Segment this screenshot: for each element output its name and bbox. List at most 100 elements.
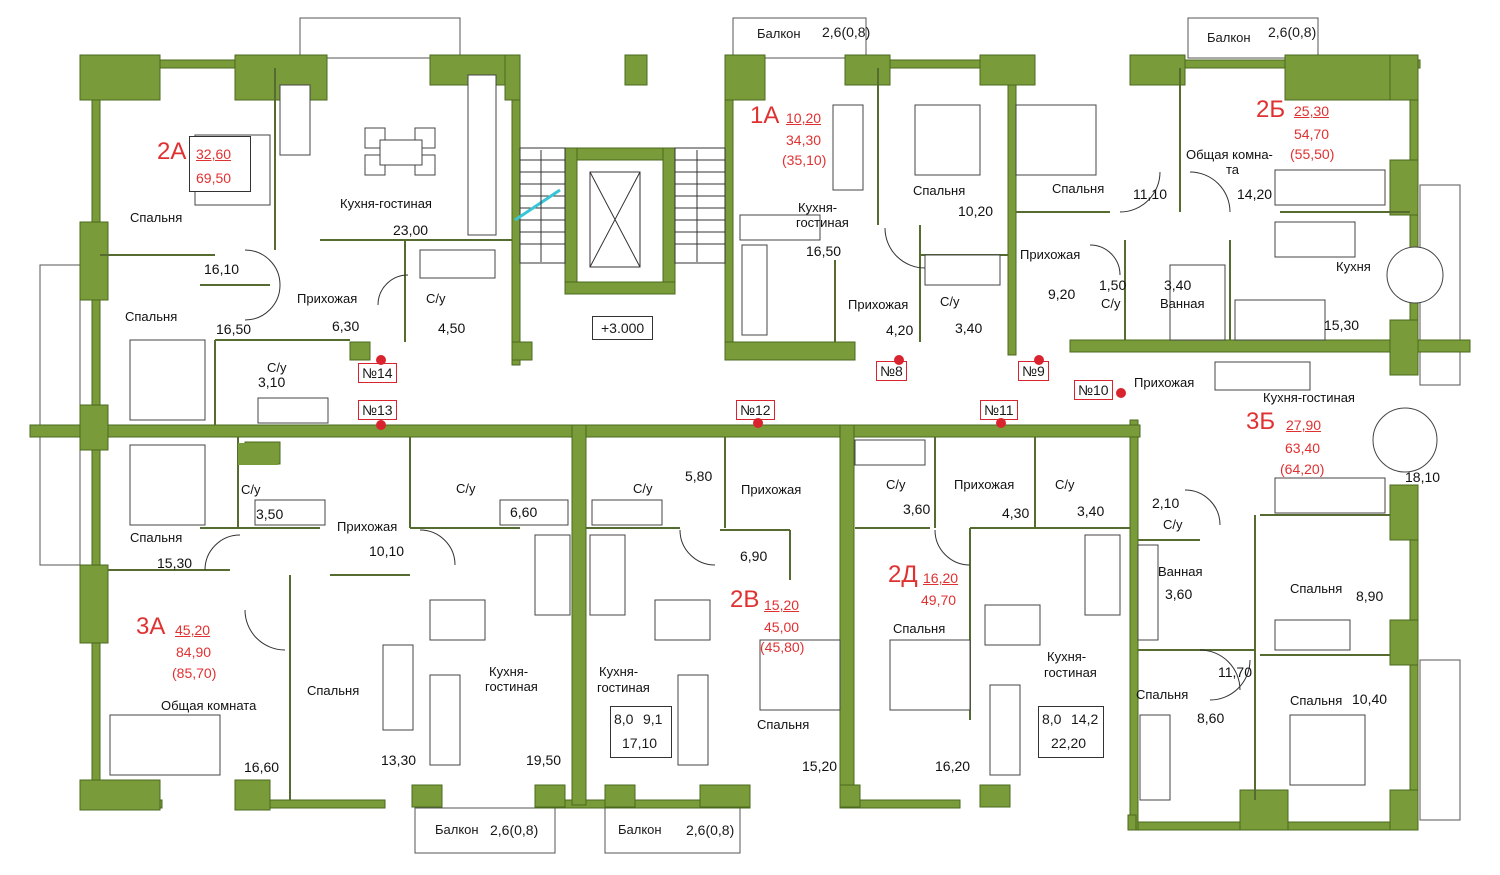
room-area: 3,40 [1164,277,1192,293]
room-area: 10,10 [369,543,405,559]
furniture [109,74,1444,801]
level-mark: +3.000 [592,316,654,340]
balcony-size: 2,6(0,8) [1268,24,1317,40]
room-name: гостиная [796,215,849,230]
room-area: 1,50 [1099,277,1127,293]
total-area: 49,70 [921,592,957,608]
total-area-alt: (55,50) [1290,146,1335,162]
room-name: Кухня- [489,664,529,679]
entrance-dot [1116,388,1126,398]
apartment-code: 2Д [888,561,918,588]
room-area: 15,30 [1324,317,1360,333]
apartment-code: 3Б [1246,408,1276,435]
room-area: 15,30 [157,555,193,571]
room-name: С/у [1163,517,1183,532]
room-name: Спальня [130,210,183,225]
balcony-label: Балкон [435,822,479,837]
entrance-dot [996,418,1006,428]
room-area: 6,90 [740,548,768,564]
room-area: 10,20 [958,203,994,219]
balcony-label: Балкон [618,822,662,837]
room-name: С/у [1055,477,1075,492]
room-name: Спальня [913,183,966,198]
room-area: 3,40 [1077,503,1105,519]
room-name: Прихожая [954,477,1015,492]
door-number: №10 [1074,380,1113,400]
room-name: гостиная [1044,665,1097,680]
room-name: Спальня [1136,687,1189,702]
total-area: 63,40 [1285,440,1321,456]
room-name: Прихожая [1020,247,1081,262]
room-name: та [1226,162,1240,177]
room-area: 6,60 [510,504,538,520]
room-area: 16,60 [244,759,280,775]
apartment-code: 2А [157,138,187,165]
balcony-size: 2,6(0,8) [686,822,735,838]
balcony-label: Балкон [757,26,801,41]
living-area: 16,20 [923,570,959,586]
living-area: 10,20 [786,110,822,126]
total-area-alt: (64,20) [1280,461,1325,477]
room-area: 18,10 [1405,469,1441,485]
total-area-alt: (85,70) [172,665,217,681]
entrance-dot [753,418,763,428]
room-name: гостиная [597,680,650,695]
room-name: С/у [633,481,653,496]
total-area: 54,70 [1294,126,1330,142]
apartment-code: 3А [136,613,166,640]
living-area: 25,30 [1294,103,1330,119]
total-area: 45,00 [764,619,800,635]
room-area: 4,50 [438,320,466,336]
room-area: 3,60 [1165,586,1193,602]
total-area-alt: (45,80) [760,639,805,655]
room-area: 8,60 [1197,710,1225,726]
room-area: 5,80 [685,468,713,484]
door-swings [204,171,1251,701]
room-name: Спальня [1290,581,1343,596]
room-name: Кухня-гостиная [1263,390,1355,405]
room-area: 11,70 [1218,664,1252,680]
room-name: С/у [1101,296,1121,311]
room-area: 16,20 [935,758,971,774]
room-area: 3,10 [258,374,286,390]
door-number: №12 [736,400,775,420]
entrance-dot [376,420,386,430]
room-area: 9,20 [1048,286,1076,302]
room-name: Прихожая [1134,375,1195,390]
room-name: Спальня [893,621,946,636]
room-name: С/у [241,482,261,497]
room-name: Спальня [130,530,183,545]
room-area: 10,40 [1352,691,1388,707]
room-name: С/у [886,477,906,492]
total-area: 34,30 [786,132,822,148]
total-area: 84,90 [176,644,212,660]
total-area-alt: (35,10) [782,152,827,168]
room-area: 2,10 [1152,495,1180,511]
room-area: 3,50 [256,506,284,522]
room-name: Прихожая [741,482,802,497]
room-name: Спальня [1290,693,1343,708]
room-name: С/у [267,360,287,375]
room-name: гостиная [485,679,538,694]
room-name: Ванная [1160,296,1205,311]
room-area: 23,00 [393,222,429,238]
wall-piers [79,54,1419,831]
room-name: Прихожая [848,297,909,312]
room-name: С/у [456,481,476,496]
living-area: 27,90 [1286,417,1322,433]
room-name: Кухня- [1047,649,1087,664]
room-name: Прихожая [337,519,398,534]
room-area: 6,30 [332,318,360,334]
room-name: Общая комната [161,698,257,713]
apartment-code: 1А [750,102,780,129]
door-number: №13 [358,400,397,420]
entrance-dot [376,355,386,365]
room-name: С/у [426,291,446,306]
living-area: 32,60 [196,146,232,162]
apartment-code: 2В [730,586,760,613]
living-area: 15,20 [764,597,800,613]
room-name: Прихожая [297,291,358,306]
balcony-size: 2,6(0,8) [822,24,871,40]
entrance-dot [894,355,904,365]
